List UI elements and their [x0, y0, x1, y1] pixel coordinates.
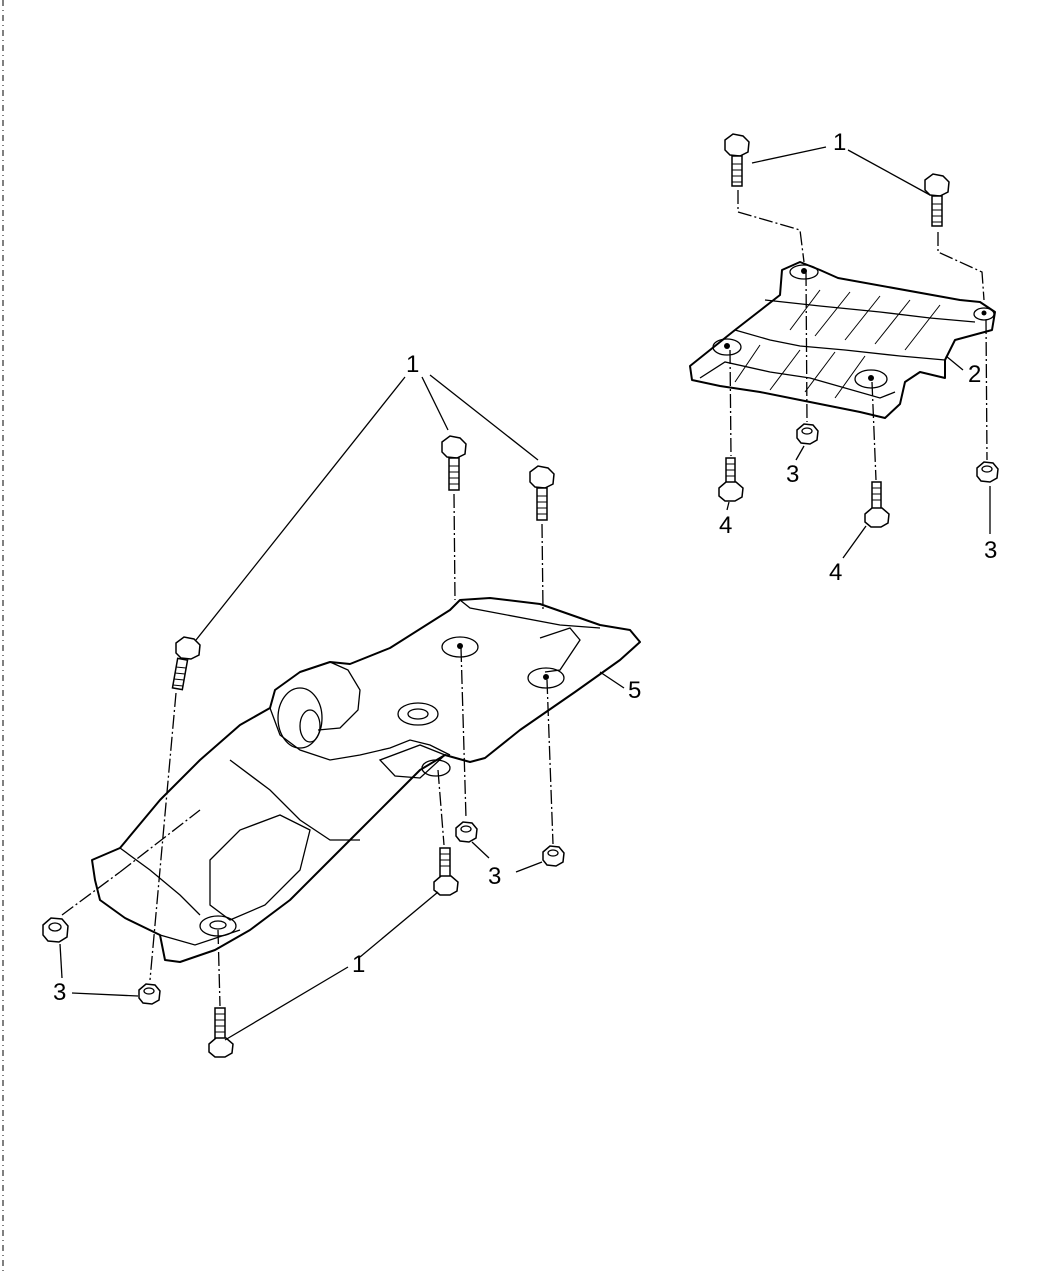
- callout-bolt-left-bottom: 1: [352, 951, 365, 978]
- nut-right-b: [976, 461, 999, 483]
- nut-left-c: [42, 917, 69, 943]
- callout-labels: 1 2 3 3 4 4 1 5 3 1 3: [53, 129, 997, 1006]
- bolt-left-b: [529, 465, 555, 521]
- callout-bolt-right: 1: [833, 129, 846, 156]
- bolt-bottom-b: [208, 1007, 234, 1058]
- bolt-right-b: [924, 173, 950, 227]
- skid-plate-fuel-tank: [91, 597, 641, 963]
- nut-right-a: [796, 423, 819, 445]
- skid-plate-transfer-case: [689, 261, 996, 419]
- center-lines: [61, 190, 988, 1007]
- callout-nut-left-bottom: 3: [53, 979, 66, 1006]
- bolt-short-a: [718, 457, 744, 502]
- callout-bolt-short-b: 4: [829, 559, 842, 586]
- callout-bolt-short-a: 4: [719, 512, 732, 539]
- callout-skid-plate-2: 2: [968, 361, 981, 388]
- nut-left-a: [455, 821, 478, 843]
- nut-left-b: [542, 845, 565, 867]
- bolt-left-a: [441, 435, 467, 491]
- nut-left-d: [138, 983, 161, 1005]
- leader-lines: [59, 146, 991, 1041]
- bolt-left-c: [171, 636, 201, 691]
- callout-nut-left-center: 3: [488, 863, 501, 890]
- callout-nut-right-a: 3: [786, 461, 799, 488]
- callout-skid-plate-5: 5: [628, 677, 641, 704]
- bolt-bottom-a: [433, 847, 459, 896]
- callout-bolt-left-top: 1: [406, 351, 419, 378]
- bolt-short-b: [864, 481, 890, 528]
- bolt-right-a: [724, 133, 750, 187]
- callout-nut-right-b: 3: [984, 537, 997, 564]
